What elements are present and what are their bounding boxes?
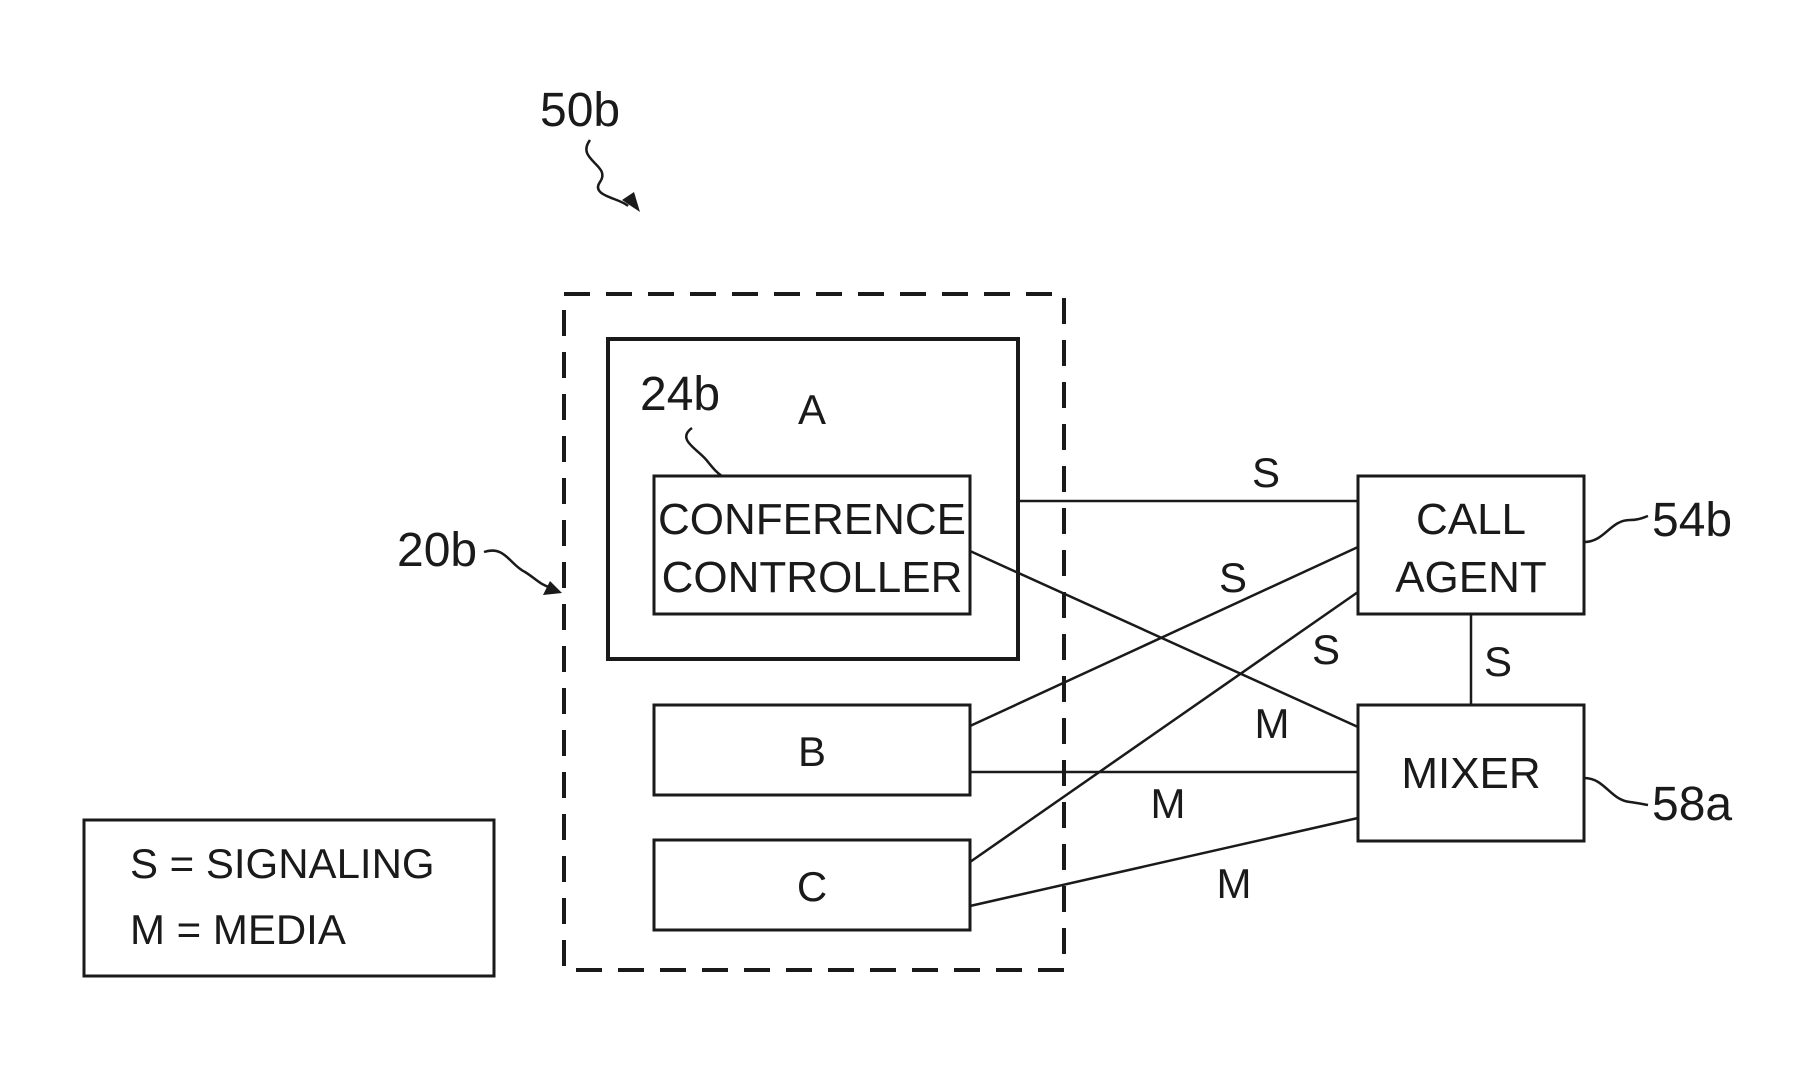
endpoint-b-label: B [798,728,826,775]
mixer-label: MIXER [1401,749,1540,798]
media-link-controller-to-mixer [970,551,1358,727]
link-label-b-to-call-agent: S [1219,554,1247,601]
mixer-reference-leader [1584,778,1648,805]
call-agent-reference-leader [1584,516,1648,542]
figure-reference-arrowhead [622,192,640,212]
mixer-reference-label: 58a [1652,778,1732,831]
signaling-link-b-to-call-agent [970,547,1358,726]
controller-reference-label: 24b [640,368,720,421]
conference-controller-label-line2: CONTROLLER [662,553,963,602]
system-reference-arrowhead [543,581,562,595]
link-label-c-to-mixer: M [1217,860,1252,907]
system-reference-leader [484,551,552,588]
conference-controller-label-line1: CONFERENCE [658,495,966,544]
link-label-b-to-mixer: M [1151,780,1186,827]
call-agent-label-line2: AGENT [1395,553,1547,602]
link-label-a-to-call-agent: S [1252,449,1280,496]
system-reference-label: 20b [397,524,477,577]
endpoint-a-label: A [798,386,826,433]
legend-media: M = MEDIA [130,906,346,953]
link-label-controller-to-mixer: M [1255,700,1290,747]
call-agent-label-line1: CALL [1416,495,1526,544]
figure-reference-leader [586,140,628,206]
media-link-c-to-mixer [970,818,1358,906]
link-label-c-to-call-agent: S [1312,626,1340,673]
figure-reference-label: 50b [540,84,620,137]
call-agent-reference-label: 54b [1652,494,1732,547]
link-label-call-agent-to-mixer: S [1484,638,1512,685]
endpoint-c-label: C [797,863,827,910]
legend-signaling: S = SIGNALING [130,840,435,887]
